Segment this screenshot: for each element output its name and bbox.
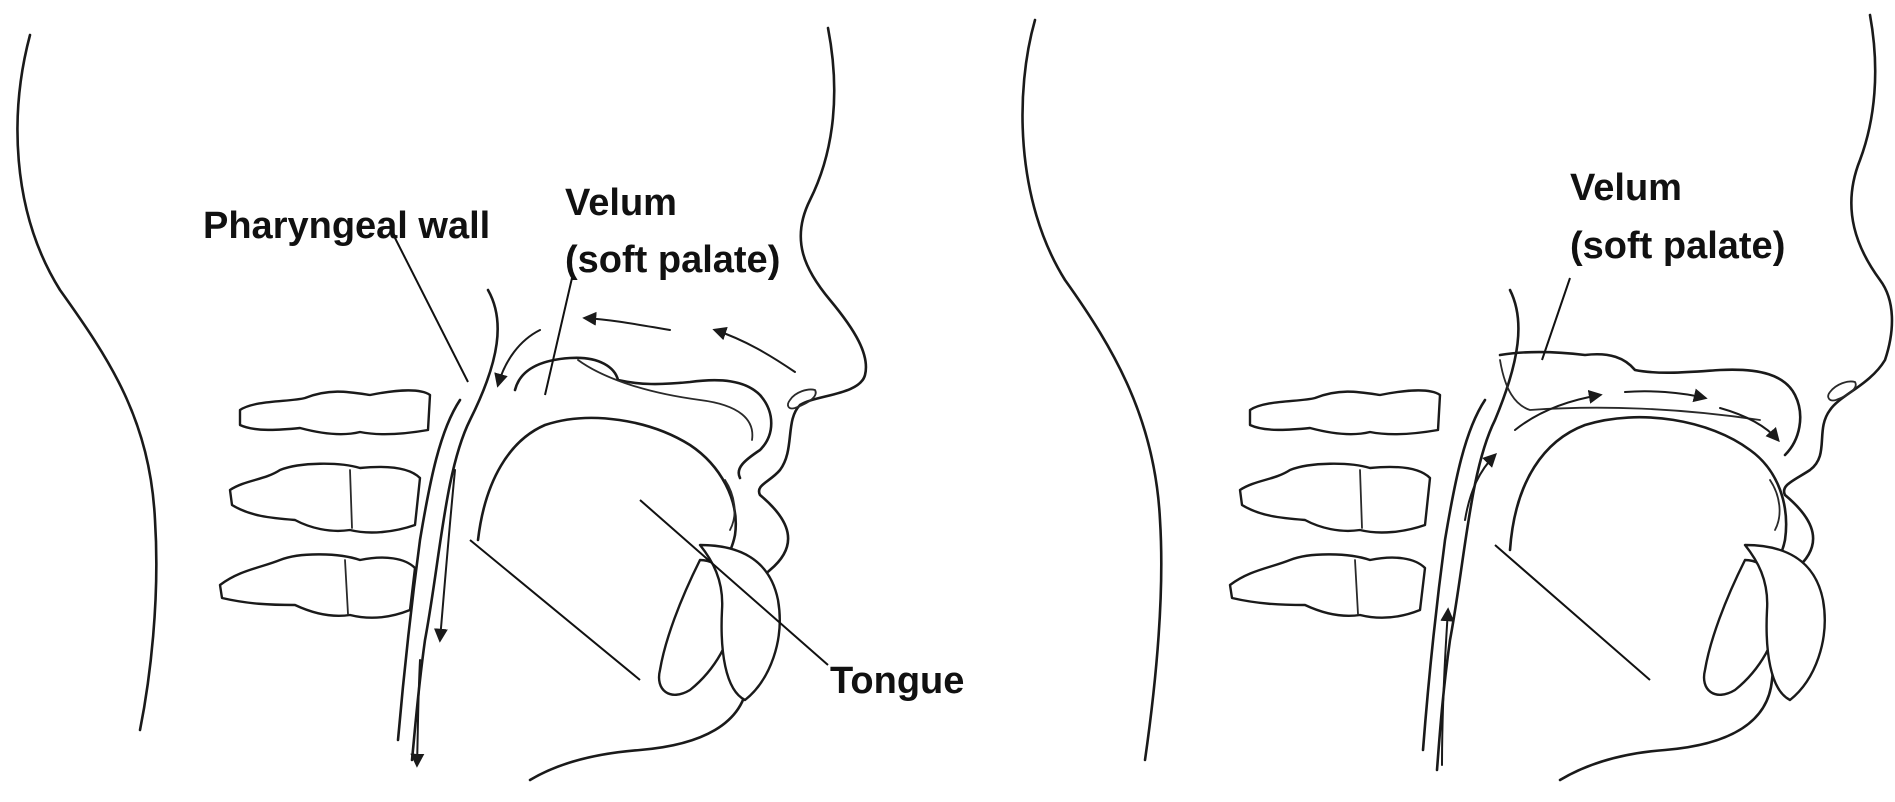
right-airflow-arrow-5: [1720, 408, 1778, 440]
right-velum-label-line2: (soft palate): [1570, 225, 1785, 267]
left-head-back-outline: [18, 35, 157, 730]
left-airflow-arrow-1: [715, 330, 795, 372]
left-pharyngeal-wall-leader: [395, 238, 468, 382]
left-pharyngeal-wall: [412, 290, 498, 760]
right-vertebra-2: [1240, 464, 1430, 533]
right-vertebra-1: [1250, 390, 1440, 434]
left-nostril: [788, 389, 816, 408]
right-velum: [1500, 352, 1800, 455]
right-velum-leader: [1542, 278, 1570, 360]
left-airflow-arrow-3: [498, 330, 540, 385]
right-vertebrae: [1230, 390, 1440, 617]
right-vertebra-3: [1230, 554, 1425, 617]
left-vertebrae: [220, 390, 430, 617]
left-panel: Pharyngeal wall Velum (soft palate) Tong…: [18, 28, 965, 780]
left-airflow-arrow-2: [585, 318, 670, 330]
right-tongue-leader: [1495, 545, 1650, 680]
left-velum-leader: [545, 278, 572, 395]
right-airflow-arrow-4: [1625, 391, 1705, 398]
left-vertebra-1: [240, 390, 430, 434]
left-pharyngeal-wall-label: Pharyngeal wall: [203, 205, 490, 247]
left-tongue-leader-2: [470, 540, 640, 680]
right-nostril: [1828, 381, 1856, 400]
left-vertebra-3: [220, 554, 415, 617]
left-tongue-label: Tongue: [830, 660, 964, 702]
right-pharyngeal-wall: [1437, 290, 1518, 770]
left-velum: [515, 358, 771, 478]
left-hard-palate: [578, 360, 752, 440]
left-velum-label-line2: (soft palate): [565, 239, 780, 281]
right-panel: Velum (soft palate): [1023, 15, 1892, 780]
right-pharyngeal-inner: [1423, 400, 1485, 750]
left-airflow-arrow-5: [417, 660, 420, 765]
left-vertebra-2: [230, 464, 420, 533]
right-velum-label-line1: Velum: [1570, 167, 1682, 209]
left-velum-label-line1: Velum: [565, 182, 677, 224]
right-head-back-outline: [1023, 20, 1162, 760]
